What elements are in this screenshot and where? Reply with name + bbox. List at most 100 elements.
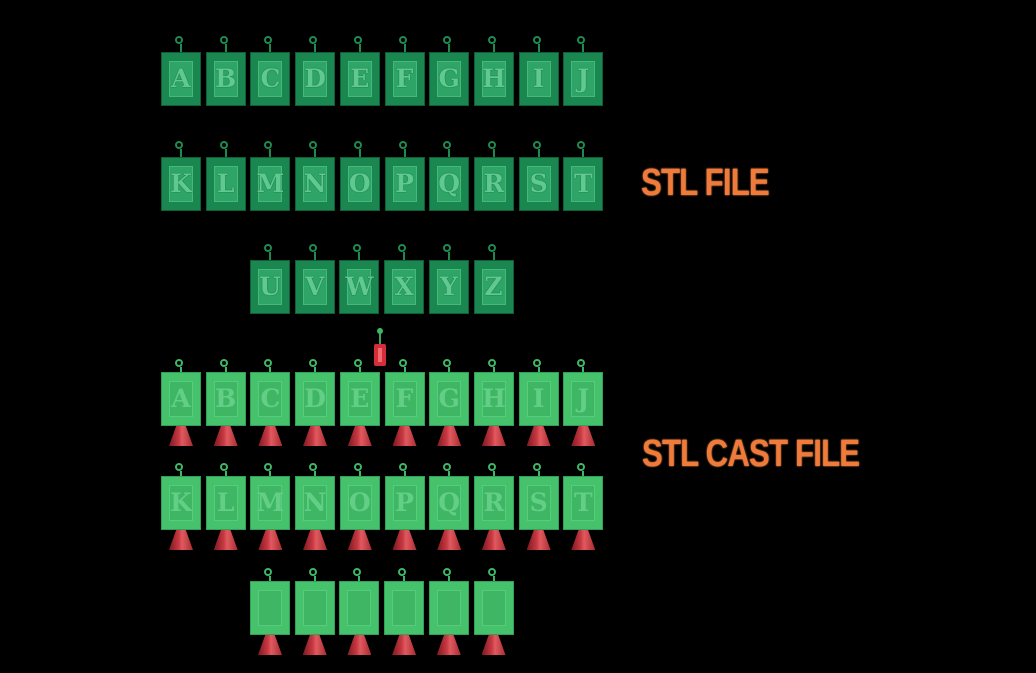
pendant-letter: S	[529, 169, 548, 198]
pendant-letter: O	[348, 169, 371, 198]
pendant-plate: N	[295, 476, 336, 530]
hanging-loop-icon	[353, 36, 362, 44]
hanging-loop-icon	[219, 141, 228, 149]
pendant-letter: A	[171, 384, 191, 413]
casting-sprue	[213, 530, 238, 550]
hanging-loop-icon	[532, 36, 541, 44]
pendant-plate: X	[384, 260, 425, 314]
pendant-letter: Z	[484, 272, 503, 301]
pendant-plate: B	[205, 372, 246, 426]
hanging-loop-icon	[398, 36, 407, 44]
hanging-loop-icon	[398, 244, 407, 252]
hanging-loop-icon	[309, 36, 318, 44]
pendant-letter: E	[350, 384, 370, 413]
pendant-plate: Z	[473, 260, 514, 314]
hanging-loop-icon	[219, 359, 228, 367]
hanging-loop-icon	[308, 568, 317, 576]
hanging-loop-icon	[175, 141, 183, 149]
casting-sprue	[347, 530, 372, 550]
pendant-letter: S	[529, 488, 548, 517]
hanging-loop-icon	[353, 244, 362, 252]
pendant-letter: Q	[438, 169, 461, 198]
pendant-letter: J	[577, 384, 590, 413]
hanging-loop-icon	[443, 141, 452, 149]
hanging-loop-icon	[175, 36, 183, 44]
pendant-plate: O	[339, 476, 380, 530]
casting-sprue	[571, 530, 596, 550]
stl-cast-file-label: STL CAST FILE	[642, 433, 860, 475]
pendant-plate	[339, 581, 380, 635]
pendant-plate: M	[250, 476, 291, 530]
hanging-loop-icon	[442, 568, 451, 576]
pendant-plate	[473, 581, 514, 635]
pendant-plate: I	[518, 52, 559, 106]
casting-sprue	[392, 426, 417, 446]
pendant-letter: X	[394, 272, 414, 301]
hanging-loop-icon	[264, 141, 273, 149]
pendant-plate: H	[473, 372, 514, 426]
hanging-loop-icon	[175, 463, 183, 471]
pendant-letter: Q	[438, 488, 461, 517]
pendant-plate: F	[384, 372, 425, 426]
pendant-plate: R	[473, 476, 514, 530]
pendant-letter: K	[170, 488, 192, 517]
pendant-letter: I	[532, 384, 545, 413]
hanging-loop-icon	[353, 359, 362, 367]
hanging-loop-icon	[487, 463, 496, 471]
pendant-letter: P	[395, 488, 414, 517]
pendant-letter: R	[483, 488, 505, 517]
pendant-plate: P	[384, 476, 425, 530]
pendant-letter: F	[395, 384, 414, 413]
pendant-plate: V	[294, 260, 335, 314]
hanging-loop-icon	[487, 359, 496, 367]
pendant-letter: D	[304, 384, 326, 413]
hanging-loop-icon	[487, 141, 496, 149]
pendant-plate: Q	[429, 476, 470, 530]
pendant-plate: S	[518, 157, 559, 211]
pendant-plate: G	[429, 372, 470, 426]
hanging-loop-icon	[175, 359, 183, 367]
hanging-loop-icon	[532, 359, 541, 367]
casting-sprue	[213, 426, 238, 446]
pendant-plate: B	[205, 52, 246, 106]
pendant-letter: C	[260, 384, 281, 413]
pendant-letter: G	[438, 64, 460, 93]
hanging-loop-icon	[487, 244, 496, 252]
pendant-letter: A	[171, 64, 191, 93]
pendant-letter: D	[304, 64, 326, 93]
pendant-plate: O	[339, 157, 380, 211]
pendant-plate: K	[161, 476, 201, 530]
pendant-plate: T	[563, 157, 604, 211]
pendant-letter: P	[395, 169, 414, 198]
pendant-plate: I	[518, 372, 559, 426]
casting-sprue	[258, 426, 283, 446]
hanging-loop-icon	[577, 359, 586, 367]
pendant-letter: J	[577, 64, 590, 93]
pendant-letter: N	[303, 169, 327, 198]
pendant-letter: F	[395, 64, 414, 93]
hanging-loop-icon	[398, 359, 407, 367]
hanging-loop-icon	[308, 244, 317, 252]
hanging-loop-icon	[219, 463, 228, 471]
casting-sprue	[258, 530, 283, 550]
pendant-letter: T	[573, 169, 593, 198]
hanging-loop-icon	[532, 141, 541, 149]
hanging-loop-icon	[398, 568, 407, 576]
casting-sprue	[303, 530, 328, 550]
pendant-plate: S	[518, 476, 559, 530]
pendant-plate: T	[563, 476, 604, 530]
casting-sprue	[481, 426, 506, 446]
pendant-plate: E	[339, 52, 380, 106]
hanging-loop-icon	[309, 359, 318, 367]
casting-sprue	[526, 530, 551, 550]
casting-sprue	[392, 530, 417, 550]
pendant-plate	[384, 581, 425, 635]
hanging-loop-icon	[309, 463, 318, 471]
hanging-loop-icon	[398, 141, 407, 149]
pendant-letter: H	[482, 64, 506, 93]
hanging-loop-icon	[353, 141, 362, 149]
hanging-loop-icon	[487, 36, 496, 44]
pendant-plate: R	[473, 157, 514, 211]
stl-file-label: STL FILE	[641, 162, 770, 204]
selected-sprue-marker[interactable]	[374, 328, 386, 366]
